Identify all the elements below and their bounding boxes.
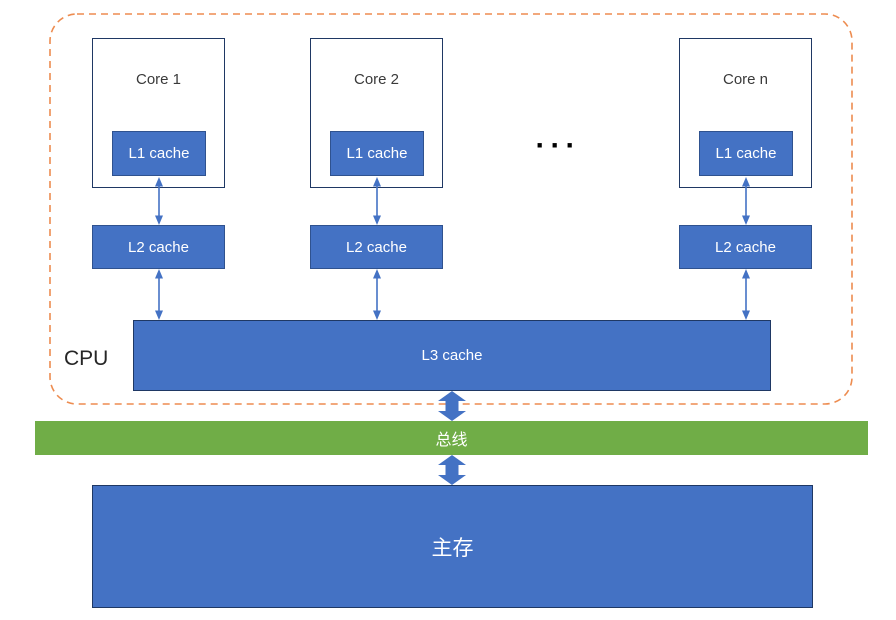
l3-cache-box: L3 cache — [133, 320, 771, 391]
core-1-l1-cache-box: L1 cache — [112, 131, 206, 176]
core-box-2: Core 2 L1 cache — [310, 38, 443, 188]
l1-l2-arrow-n — [741, 177, 750, 225]
l2-cache-box-1: L2 cache — [92, 225, 225, 269]
l2-l3-arrow-1 — [154, 269, 163, 320]
core-2-label: Core 2 — [353, 71, 400, 88]
core-n-l1-cache-box: L1 cache — [699, 131, 793, 176]
core-2-l1-cache-box: L1 cache — [330, 131, 424, 176]
l2-l3-arrow-2 — [372, 269, 381, 320]
l2-l3-arrow-n — [741, 269, 750, 320]
cores-ellipsis: ··· — [535, 129, 581, 162]
core-box-n: Core n L1 cache — [679, 38, 812, 188]
l2-cache-box-2: L2 cache — [310, 225, 443, 269]
bus-memory-arrow — [438, 455, 466, 485]
core-1-label: Core 1 — [135, 71, 182, 88]
l1-l2-arrow-2 — [372, 177, 381, 225]
l1-l2-arrow-1 — [154, 177, 163, 225]
core-box-1: Core 1 L1 cache — [92, 38, 225, 188]
bus-bar: 总线 — [35, 421, 868, 455]
l3-bus-arrow — [438, 391, 466, 421]
core-n-label: Core n — [722, 71, 769, 88]
main-memory-box: 主存 — [92, 485, 813, 608]
l2-cache-box-n: L2 cache — [679, 225, 812, 269]
cpu-label: CPU — [64, 347, 109, 370]
